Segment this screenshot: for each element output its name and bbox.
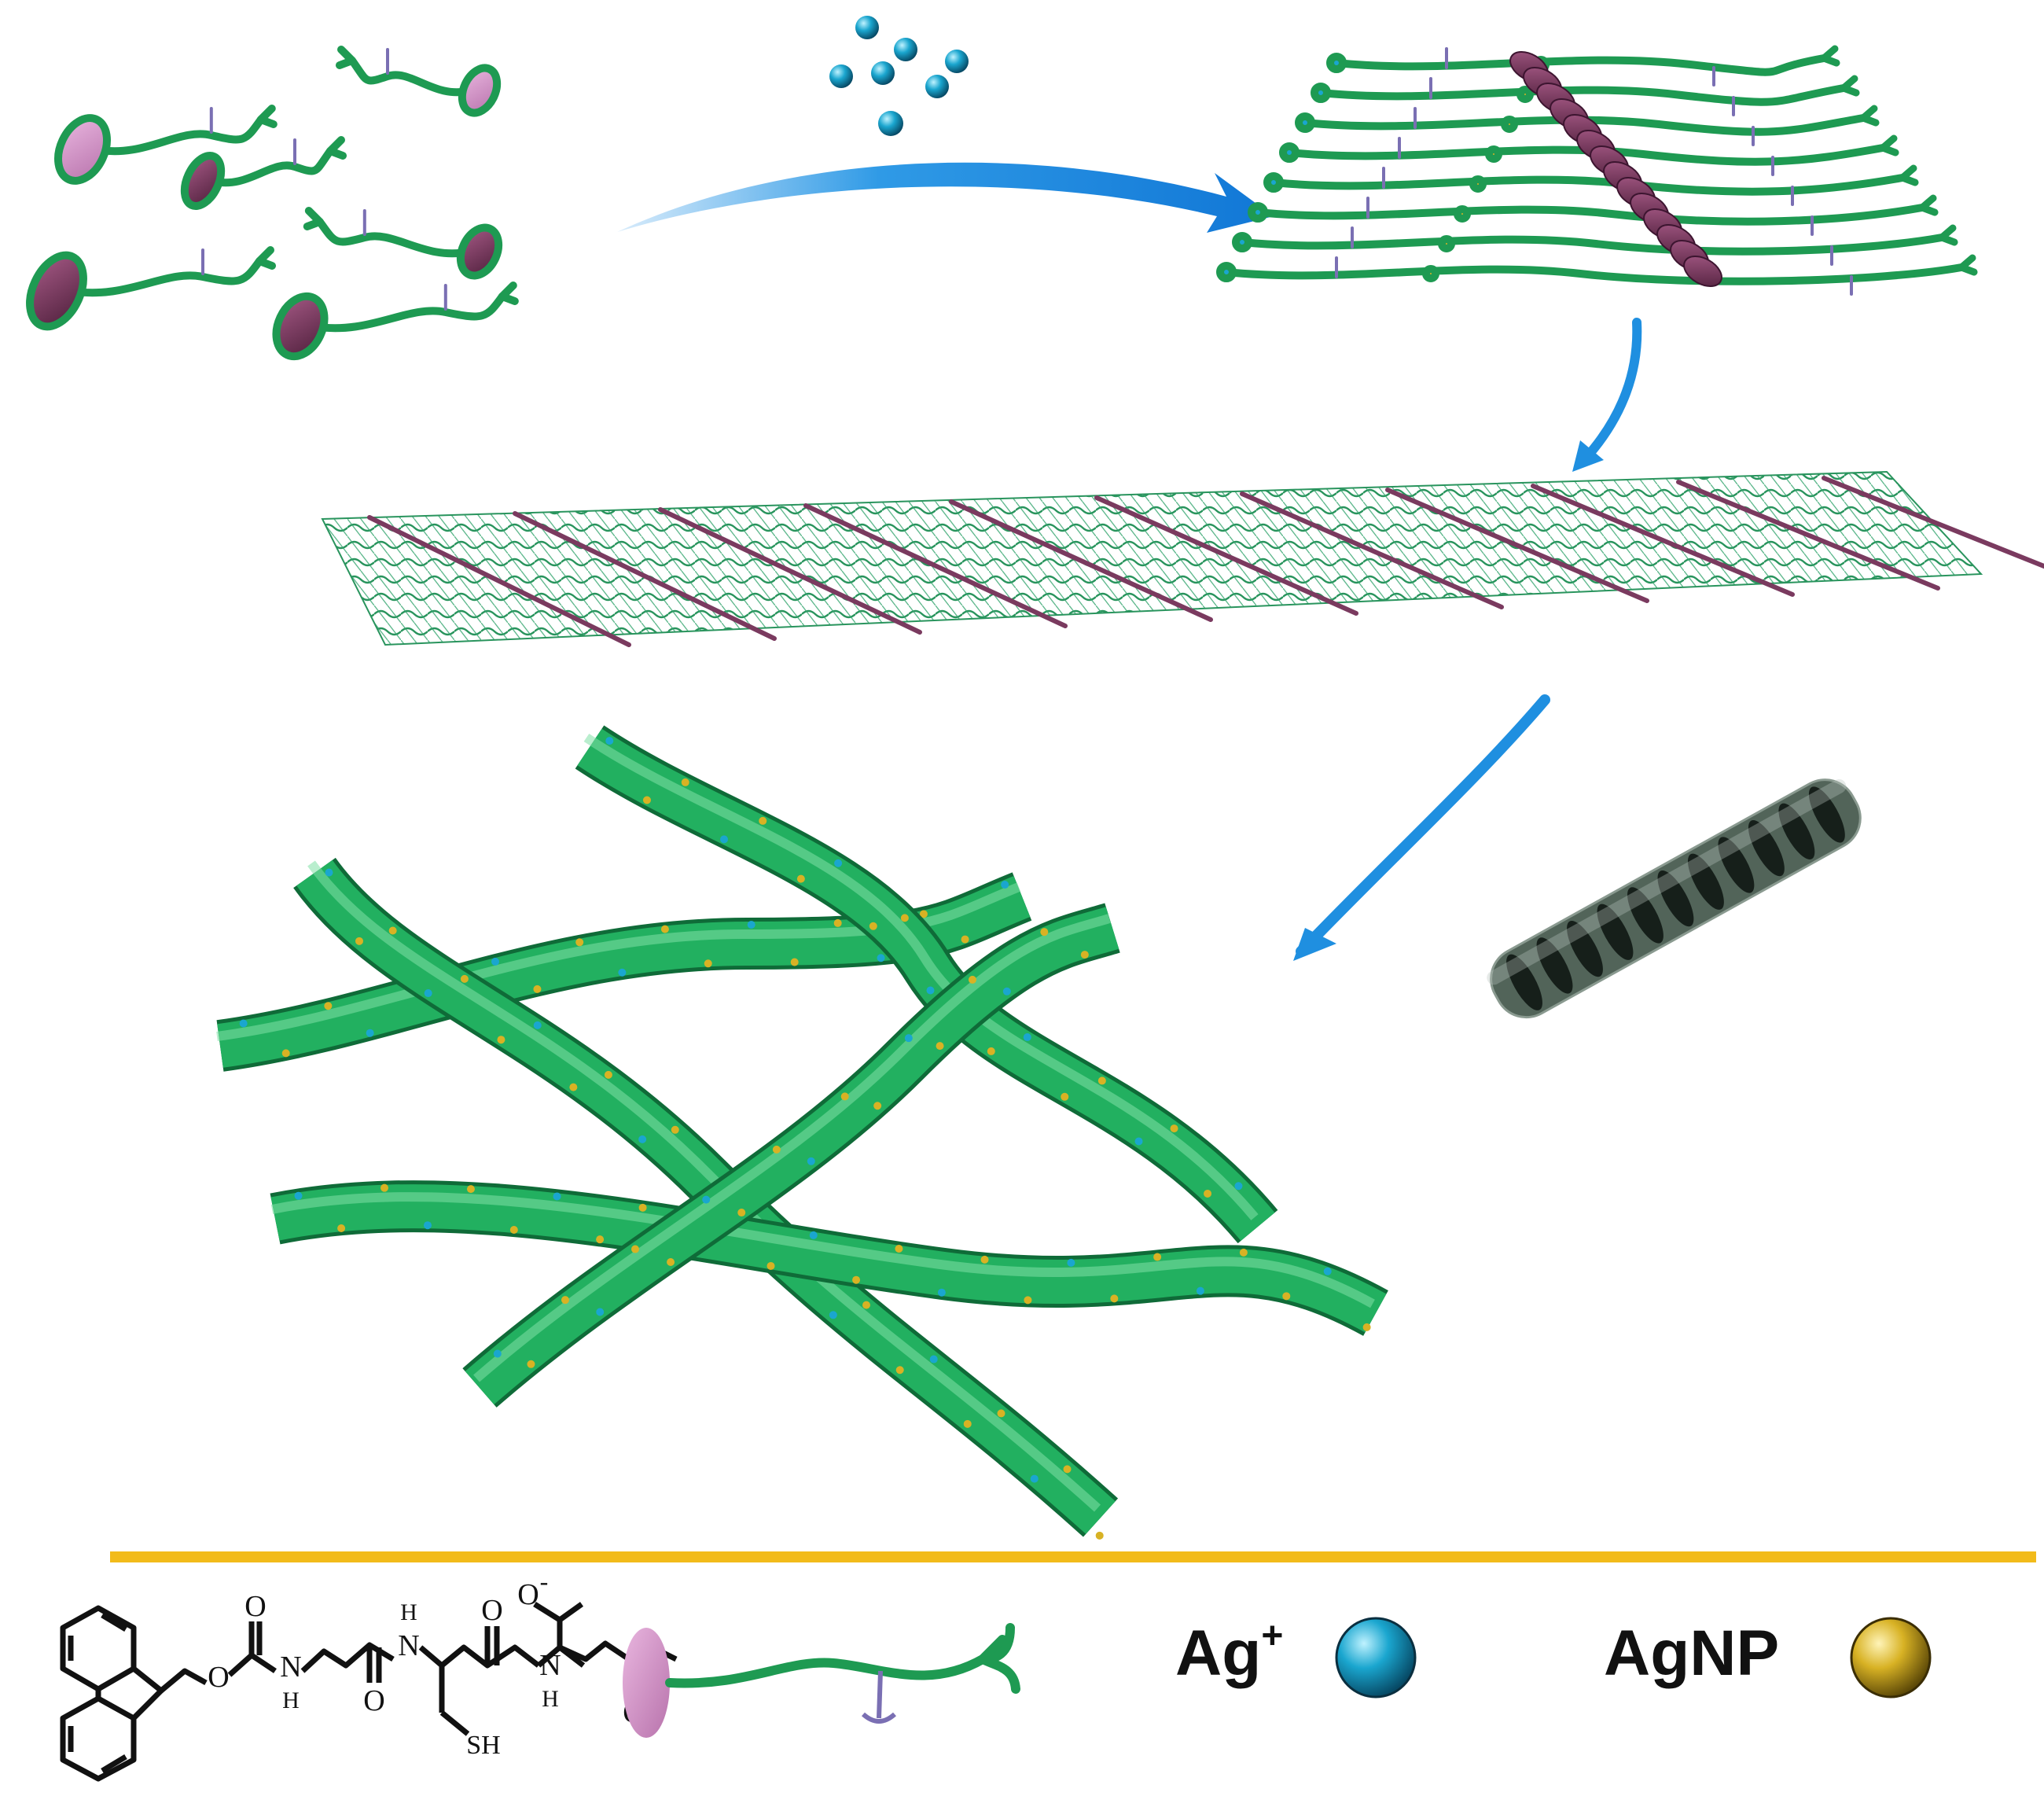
nanosheet — [321, 470, 2044, 647]
silver-ion-sphere-icon — [894, 38, 917, 61]
silver-ion-sphere-icon — [855, 16, 879, 39]
process-arrow-icon — [617, 162, 1274, 233]
fiber-network — [216, 725, 1388, 1540]
atom-label: H — [400, 1599, 417, 1625]
atom-label: O — [481, 1594, 502, 1627]
fiber — [575, 725, 1278, 1244]
atom-label: N — [539, 1649, 561, 1682]
atom-label: O — [208, 1661, 229, 1694]
stacked-peptide-assembly — [1216, 45, 1978, 296]
atom-label: - — [540, 1567, 549, 1595]
nanotube — [1487, 778, 1862, 1019]
stacked-strand — [1311, 75, 1860, 116]
agnp-legend-label: AgNP — [1604, 1618, 1780, 1689]
free-peptide-molecules — [26, 46, 519, 361]
stacked-strand — [1279, 134, 1899, 176]
peptide-molecule — [26, 246, 276, 331]
atom-label: N — [280, 1651, 301, 1684]
fmoc-disc-icon — [54, 114, 111, 185]
fmoc-disc-icon — [623, 1628, 670, 1738]
stacked-strand — [1263, 164, 1919, 206]
atom-label: O — [517, 1578, 539, 1611]
atom-label: O — [363, 1684, 384, 1717]
atom-label: H — [282, 1687, 300, 1713]
silver-ion-sphere-icon — [925, 75, 949, 98]
stacked-strand — [1216, 254, 1978, 296]
atom-label: N — [398, 1629, 419, 1662]
dark-disc-icon — [272, 292, 329, 361]
ag-ion-legend-label: Ag+ — [1175, 1614, 1284, 1689]
atom-label: SH — [466, 1731, 500, 1760]
peptide-strand-icon — [665, 1635, 1007, 1688]
silver-nanoparticle-sphere-icon — [1850, 1617, 1932, 1698]
stacked-strand — [1232, 224, 1958, 266]
fiber — [462, 903, 1120, 1408]
silver-ion-sphere-icon — [878, 111, 903, 136]
silver-ion-cluster — [829, 16, 969, 136]
peptide-molecule-schematic — [623, 1623, 1020, 1738]
peptide-molecule — [336, 46, 502, 117]
dark-disc-icon — [26, 251, 87, 331]
atom-label: H — [542, 1686, 559, 1712]
fmoc-disc-icon — [458, 64, 502, 117]
fiber — [270, 1180, 1388, 1336]
dark-disc-icon — [180, 152, 226, 210]
process-arrow-icon — [1572, 318, 1642, 472]
silver-ion-sphere-icon — [945, 50, 969, 73]
process-arrow-icon — [1293, 694, 1550, 961]
peptide-molecule — [180, 136, 347, 210]
silver-ion-sphere-icon — [1335, 1617, 1417, 1698]
silver-ion-sphere-icon — [829, 64, 853, 88]
fiber — [293, 857, 1119, 1540]
atom-label: O — [244, 1590, 266, 1623]
stacked-strand — [1326, 45, 1840, 86]
dark-disc-icon — [1683, 256, 1722, 287]
silver-ion-sphere-icon — [871, 61, 895, 85]
stacked-strand — [1248, 194, 1939, 236]
dark-disc-icon — [456, 223, 503, 280]
fiber — [216, 872, 1032, 1072]
peptide-molecule — [54, 105, 278, 185]
peptide-molecule — [303, 207, 503, 280]
peptide-molecule — [272, 282, 519, 361]
stacked-strand — [1295, 105, 1880, 146]
